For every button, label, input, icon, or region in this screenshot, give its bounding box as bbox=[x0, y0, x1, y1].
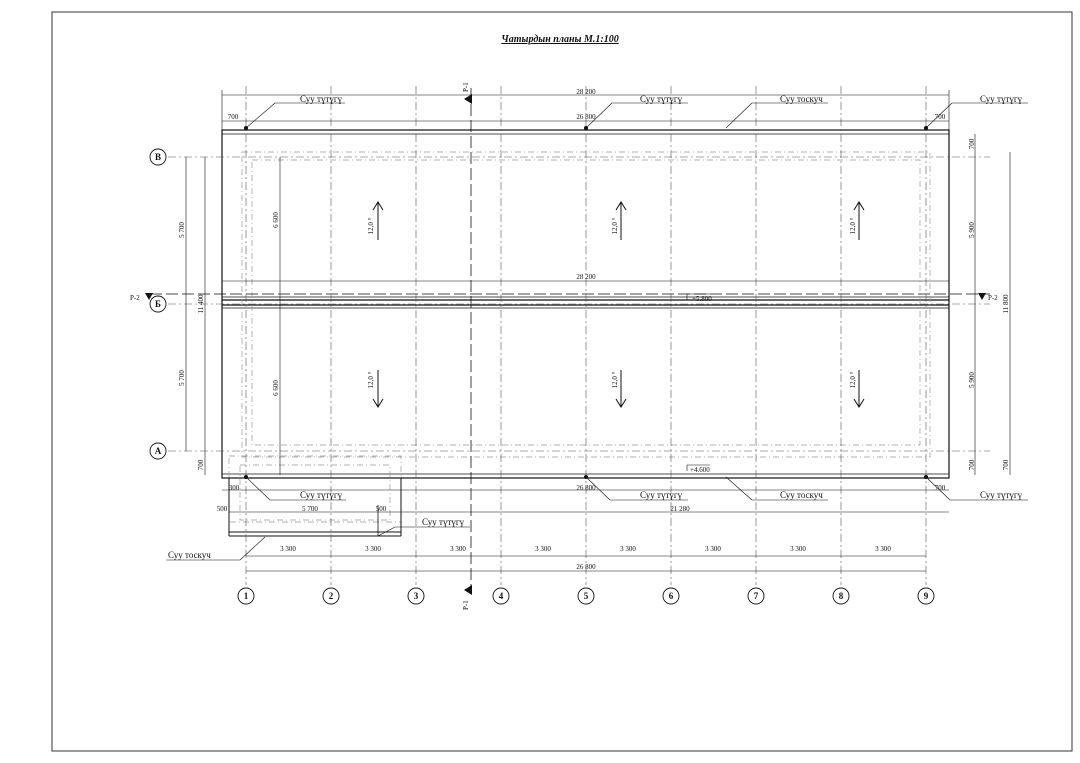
section-line-r2: Р-2 Р-2 bbox=[130, 293, 998, 302]
bottom-dimensions bbox=[222, 489, 949, 572]
slope-label: 12,0 ° bbox=[849, 371, 857, 388]
axis-col-label: 5 bbox=[584, 591, 589, 601]
dim-right-700-top: 700 bbox=[968, 138, 976, 149]
dim-left-11400: 11 400 bbox=[197, 294, 205, 313]
section-r2-left-label: Р-2 bbox=[130, 294, 140, 302]
slope-arrows bbox=[372, 201, 865, 408]
left-dimensions bbox=[185, 157, 281, 475]
dim-inner-top: 26 800 bbox=[576, 113, 596, 121]
axis-col-label: 7 bbox=[754, 591, 759, 601]
dim-left-700: 700 bbox=[197, 459, 205, 470]
drain-point bbox=[244, 126, 248, 130]
level-marks: +5.800 +4.600 bbox=[686, 293, 712, 474]
dim-edge-right-top: 700 bbox=[935, 113, 946, 121]
slope-label: 12,0 ° bbox=[611, 217, 619, 234]
axis-col-label: 2 bbox=[329, 591, 334, 601]
eave-level: +4.600 bbox=[690, 466, 710, 474]
dim-bottom-500-left: 500 bbox=[217, 505, 228, 513]
dim-left-5700-top: 5 700 bbox=[178, 222, 186, 238]
slope-label: 12,0 ° bbox=[849, 217, 857, 234]
dim-right-700-far: 700 bbox=[1002, 459, 1010, 470]
drain-point bbox=[924, 475, 928, 479]
sheet-frame bbox=[51, 11, 1073, 752]
slope-labels: 12,0 ° 12,0 ° 12,0 ° 12,0 ° 12,0 ° 12,0 … bbox=[367, 217, 857, 388]
axis-col-label: 8 bbox=[839, 591, 844, 601]
drain-label: Суу түтүгү bbox=[300, 94, 343, 104]
gutter-label: Суу тоскуч bbox=[780, 490, 823, 500]
row-axes bbox=[168, 156, 990, 452]
drain-point bbox=[924, 126, 928, 130]
dim-mid-28200: 28 200 bbox=[576, 273, 596, 281]
gutter-label: Суу тоскуч bbox=[780, 94, 823, 104]
dim-right-11800: 11 800 bbox=[1002, 294, 1010, 313]
row-axis-markers: В Б А bbox=[149, 148, 167, 460]
span-5-6: 3 300 bbox=[620, 545, 636, 553]
dim-left-6600-top: 6 600 bbox=[272, 212, 280, 228]
axis-col-label: 9 bbox=[924, 591, 929, 601]
dim-bottom-5700: 5 700 bbox=[302, 505, 318, 513]
drain-point bbox=[584, 475, 588, 479]
drain-leaders bbox=[166, 102, 1028, 561]
section-r1-top-label: Р-1 bbox=[462, 82, 470, 92]
span-6-7: 3 300 bbox=[705, 545, 721, 553]
dim-right-5900-bottom: 5 900 bbox=[968, 372, 976, 388]
dim-bottom-21280: 21 280 bbox=[670, 505, 690, 513]
slope-label: 12,0 ° bbox=[611, 371, 619, 388]
section-r1-bottom-label: Р-1 bbox=[462, 600, 470, 610]
slope-label: 12,0 ° bbox=[367, 217, 375, 234]
dim-bottom-26800: 26 800 bbox=[576, 484, 596, 492]
column-axes bbox=[245, 86, 927, 585]
dim-bottom-total: 26 800 bbox=[576, 563, 596, 571]
dim-left-6600-bottom: 6 600 bbox=[272, 380, 280, 396]
dim-edge-left-top: 700 bbox=[228, 113, 239, 121]
drawing-title: Чатырдын планы М.1:100 bbox=[501, 34, 618, 45]
axis-row-label: Б bbox=[155, 299, 161, 309]
dim-bottom-300: 300 bbox=[229, 484, 240, 492]
axis-col-label: 1 bbox=[244, 591, 249, 601]
span-4-5: 3 300 bbox=[535, 545, 551, 553]
annex-roof bbox=[228, 478, 402, 537]
gutter-label: Суу тоскуч bbox=[168, 550, 211, 560]
drain-label: Суу түтүгү bbox=[980, 94, 1023, 104]
drain-point bbox=[584, 126, 588, 130]
drain-label: Суу түтүгү bbox=[640, 490, 683, 500]
column-axis-markers: 1 2 3 4 5 6 7 8 9 bbox=[237, 587, 935, 605]
axis-col-label: 3 bbox=[414, 591, 419, 601]
dim-left-5700-bottom: 5 700 bbox=[178, 370, 186, 386]
axis-col-label: 4 bbox=[499, 591, 504, 601]
ridge-level: +5.800 bbox=[692, 295, 712, 303]
dim-right-700-bottom: 700 bbox=[968, 459, 976, 470]
drain-label: Суу түтүгү bbox=[980, 490, 1023, 500]
dim-bottom-500-right: 500 bbox=[376, 505, 387, 513]
dim-right-5900-top: 5 900 bbox=[968, 222, 976, 238]
axis-col-label: 6 bbox=[669, 591, 674, 601]
drain-label: Суу түтүгү bbox=[422, 517, 465, 527]
drain-points bbox=[244, 126, 928, 479]
drain-label: Суу түтүгү bbox=[300, 490, 343, 500]
top-dimensions bbox=[221, 90, 950, 130]
section-r2-right-label: Р-2 bbox=[988, 294, 998, 302]
dim-bottom-700: 700 bbox=[935, 484, 946, 492]
span-8-9: 3 300 bbox=[875, 545, 891, 553]
span-7-8: 3 300 bbox=[790, 545, 806, 553]
slope-label: 12,0 ° bbox=[367, 371, 375, 388]
wall-outline-dashed bbox=[228, 151, 931, 523]
right-dimensions bbox=[974, 134, 1011, 475]
drain-label: Суу түтүгү bbox=[640, 94, 683, 104]
dim-overall-top: 28 200 bbox=[576, 88, 596, 96]
section-line-r1: Р-1 Р-1 bbox=[462, 82, 472, 610]
drain-point bbox=[244, 475, 248, 479]
span-2-3: 3 300 bbox=[365, 545, 381, 553]
span-3-4: 3 300 bbox=[450, 545, 466, 553]
axis-row-label: В bbox=[155, 152, 161, 162]
span-1-2: 3 300 bbox=[280, 545, 296, 553]
axis-row-label: А bbox=[155, 446, 162, 456]
span-labels: 3 300 3 300 3 300 3 300 3 300 3 300 3 30… bbox=[280, 545, 891, 553]
